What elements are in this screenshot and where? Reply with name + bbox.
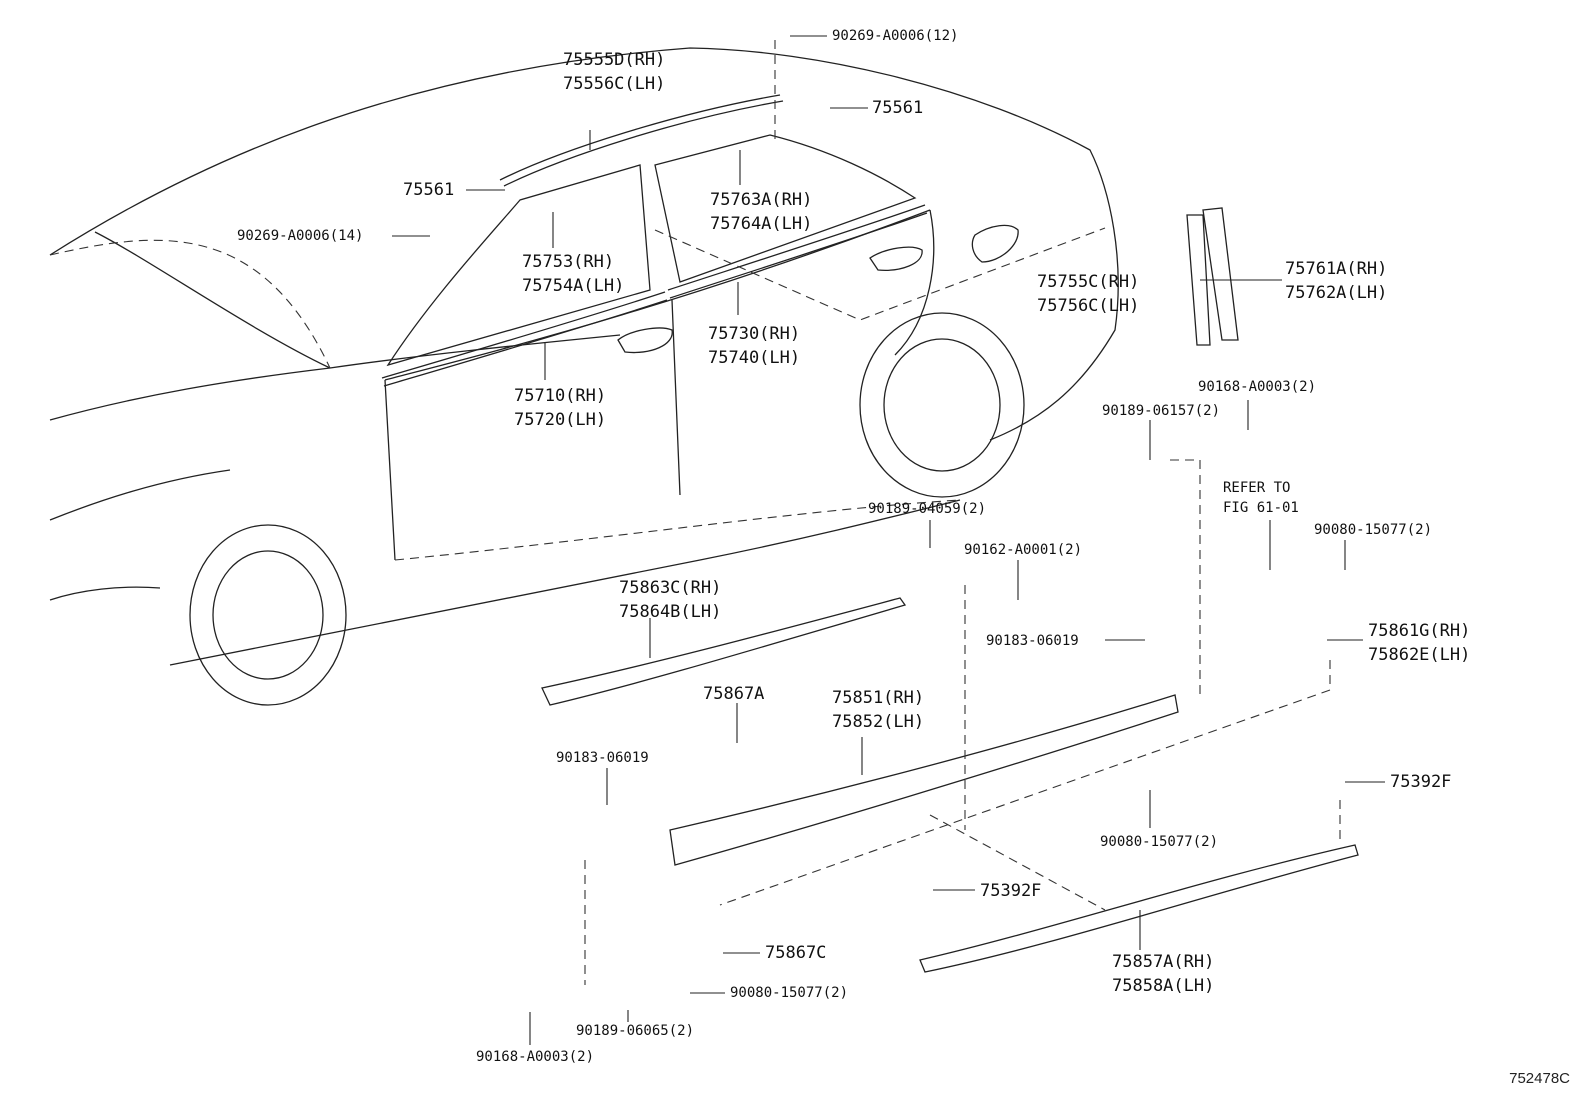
car-hood-line (49, 334, 621, 421)
leader-lines (392, 35, 1385, 1045)
dashed-guide-4 (1170, 459, 1201, 700)
callout-c30: 90189-06065(2) (576, 1023, 695, 1039)
callout-c20: 75861G(RH) 75862E(LH) (1368, 621, 1471, 665)
dashed-guide-3 (394, 499, 961, 561)
rocker-molding-main (669, 694, 1179, 866)
callout-c28: 75857A(RH) 75858A(LH) (1112, 952, 1215, 996)
car-rear-door-edge (894, 209, 935, 356)
rocker-molding-lower (919, 844, 1359, 973)
car-rocker-line (169, 499, 961, 666)
dashed-guide-1 (49, 239, 331, 369)
callout-c1: 90269-A0006(12) (832, 28, 959, 44)
callout-c22: 75851(RH) 75852(LH) (832, 688, 925, 732)
dashed-guide-2 (654, 227, 1106, 321)
callout-c8: 75730(RH) 75740(LH) (708, 324, 801, 368)
callout-c10: 75755C(RH) 75756C(LH) (1037, 272, 1140, 316)
front-belt-molding (381, 291, 668, 387)
callout-c26: 75392F (980, 881, 1042, 901)
car-windshield-edge (94, 231, 331, 369)
car-front-door-handle (617, 327, 673, 354)
callout-c31: 90168-A0003(2) (476, 1049, 595, 1065)
car-rear-wheel (859, 312, 1025, 498)
callout-c5: 90269-A0006(14) (237, 228, 364, 244)
callout-c23: 90183-06019 (556, 750, 649, 766)
callout-c6: 75763A(RH) 75764A(LH) (710, 190, 813, 234)
callout-c24: 75392F (1390, 772, 1452, 792)
callout-c29: 90080-15077(2) (730, 985, 849, 1001)
callout-c2: 75555D(RH) 75556C(LH) (563, 50, 666, 94)
roof-drip-molding (499, 94, 784, 187)
car-rear-wheel-rim (883, 338, 1001, 472)
callout-c25: 90080-15077(2) (1100, 834, 1219, 850)
car-roofline (49, 47, 1119, 441)
car-rear-door-handle (869, 246, 923, 271)
callout-c12: 90168-A0003(2) (1198, 379, 1317, 395)
quarter-window-garnish (1186, 207, 1239, 346)
callout-c14: REFER TO FIG 61-01 (1223, 480, 1299, 516)
car-front-window (386, 164, 651, 367)
figure-number: 752478C (1509, 1070, 1570, 1087)
car-fuel-door (971, 224, 1019, 263)
callout-c17: 90080-15077(2) (1314, 522, 1433, 538)
rocker-molding-upper (541, 597, 907, 706)
car-front-door-edge (384, 299, 681, 561)
callout-c4: 75561 (403, 180, 455, 200)
car-front-fender (49, 469, 231, 601)
dashed-guide-5 (719, 660, 1331, 906)
callout-c27: 75867C (765, 943, 827, 963)
car-rear-window (654, 134, 917, 283)
callout-c3: 75561 (872, 98, 924, 118)
callout-c7: 75753(RH) 75754A(LH) (522, 252, 625, 296)
callout-c21: 75867A (703, 684, 765, 704)
callout-c13: 90189-06157(2) (1102, 403, 1221, 419)
callout-c11: 75761A(RH) 75762A(LH) (1285, 259, 1388, 303)
callout-c15: 90189-04059(2) (868, 501, 987, 517)
callout-c19: 90183-06019 (986, 633, 1079, 649)
rear-belt-molding (667, 204, 928, 299)
callout-c9: 75710(RH) 75720(LH) (514, 386, 607, 430)
car-front-wheel-rim (212, 550, 324, 680)
callout-c16: 90162-A0001(2) (964, 542, 1083, 558)
car-front-wheel (189, 524, 347, 706)
dashed-guide-8 (929, 814, 1106, 911)
callout-c18: 75863C(RH) 75864B(LH) (619, 578, 722, 622)
